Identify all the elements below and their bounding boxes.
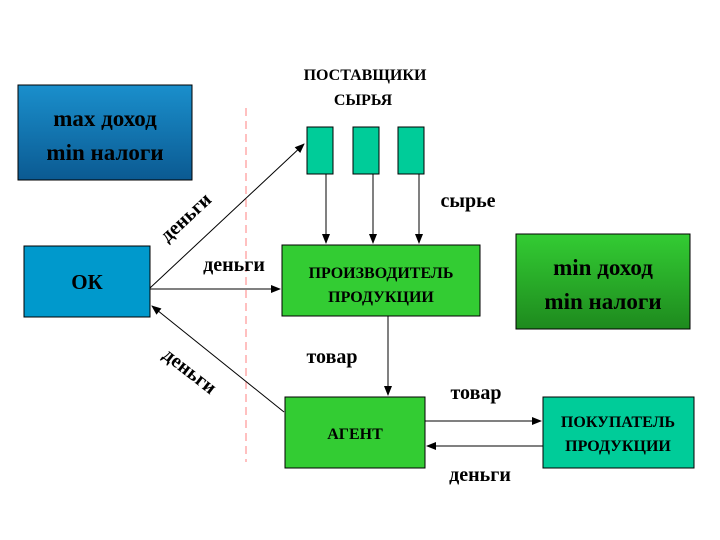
suppliers-title-line1: ПОСТАВЩИКИ	[304, 67, 427, 84]
agent-label: АГЕНТ	[327, 426, 383, 443]
buyer-box	[542, 396, 695, 469]
suppliers-title-line2: СЫРЬЯ	[334, 92, 393, 109]
agent-goal-line1: min доход	[553, 255, 653, 280]
buyer-line1: ПОКУПАТЕЛЬ	[561, 414, 675, 431]
agent-goal-box	[515, 233, 691, 330]
agent-box	[284, 396, 426, 469]
supplier-box	[306, 126, 334, 175]
ok-goal-line2: min налоги	[46, 140, 163, 165]
ok-box	[23, 245, 151, 318]
arrow-agent-to-ok	[151, 305, 285, 413]
label-money-buyer-to-agent: деньги	[449, 464, 511, 486]
ok-goal-box	[17, 84, 193, 181]
producer-box	[281, 244, 481, 317]
label-money-ok-to-producer: деньги	[203, 254, 265, 276]
producer-line1: ПРОИЗВОДИТЕЛЬ	[309, 265, 454, 282]
supplier-box	[397, 126, 425, 175]
label-raw: сырье	[440, 190, 495, 212]
label-money-agent-to-ok: деньги	[159, 344, 221, 399]
buyer-line2: ПРОДУКЦИИ	[565, 438, 671, 455]
label-money-ok-to-suppliers: деньги	[156, 189, 216, 247]
producer-line2: ПРОДУКЦИИ	[328, 289, 434, 306]
ok-goal-line1: max доход	[53, 106, 157, 131]
label-goods-producer-to-agent: товар	[307, 346, 358, 368]
supplier-box	[352, 126, 380, 175]
label-goods-agent-to-buyer: товар	[451, 382, 502, 404]
ok-label: ОК	[71, 270, 103, 294]
agent-goal-line2: min налоги	[544, 289, 661, 314]
arrow-ok-to-suppliers	[149, 143, 305, 289]
